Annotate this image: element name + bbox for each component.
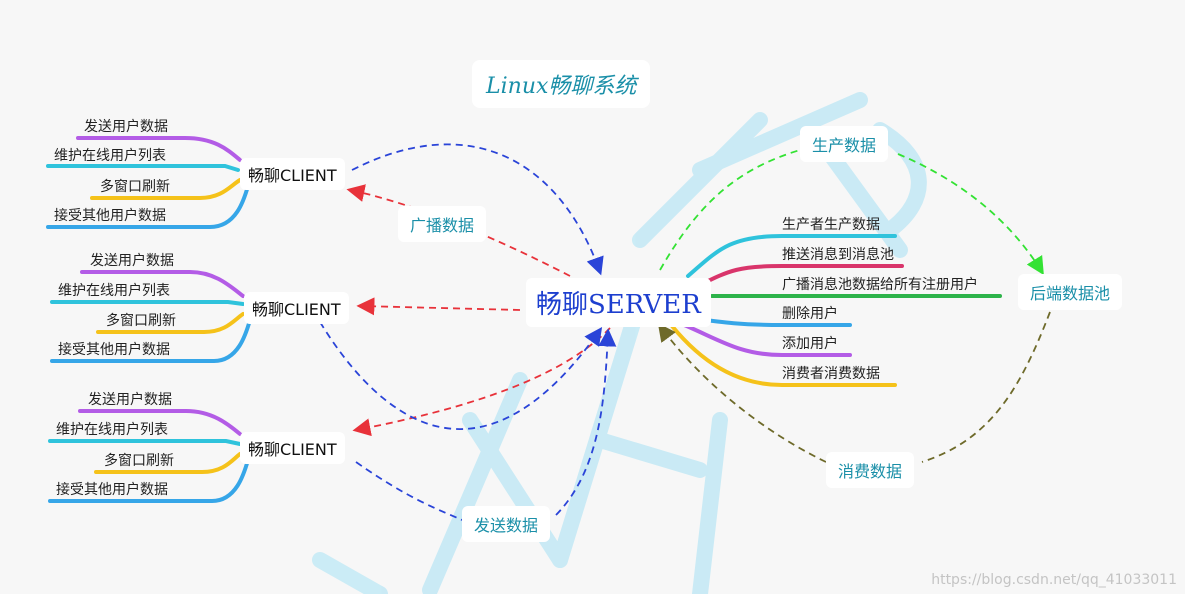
client-branches — [46, 136, 252, 503]
client-3-item: 维护在线用户列表 — [56, 422, 168, 438]
produce-data-label: 生产数据 — [800, 126, 889, 162]
watermark-url: https://blog.csdn.net/qq_41033011 — [931, 572, 1177, 588]
broadcast-data-label: 广播数据 — [398, 206, 487, 242]
client-3-item: 多窗口刷新 — [104, 453, 174, 469]
client-2-item: 接受其他用户数据 — [58, 342, 170, 358]
client-1-item: 接受其他用户数据 — [54, 208, 166, 224]
client-node-2: 畅聊CLIENT — [244, 292, 349, 324]
server-item: 消费者消费数据 — [782, 366, 880, 382]
client-2-item: 维护在线用户列表 — [58, 283, 170, 299]
backend-data-pool-node: 后端数据池 — [1018, 274, 1123, 310]
client-3-item: 接受其他用户数据 — [56, 482, 168, 498]
server-item: 广播消息池数据给所有注册用户 — [782, 277, 978, 293]
send-data-label: 发送数据 — [462, 506, 551, 542]
client-1-item: 多窗口刷新 — [100, 179, 170, 195]
server-item: 添加用户 — [782, 336, 838, 352]
client-1-item: 维护在线用户列表 — [54, 148, 166, 164]
server-node: 畅聊SERVER — [526, 278, 711, 327]
client-2-item: 多窗口刷新 — [106, 313, 176, 329]
client-2-item: 发送用户数据 — [90, 253, 174, 269]
client-node-1: 畅聊CLIENT — [240, 158, 345, 190]
server-item: 推送消息到消息池 — [782, 247, 894, 263]
server-item: 生产者生产数据 — [782, 217, 880, 233]
client-1-item: 发送用户数据 — [84, 119, 168, 135]
client-node-3: 畅聊CLIENT — [240, 432, 345, 464]
consume-data-label: 消费数据 — [826, 452, 915, 488]
server-item: 删除用户 — [782, 306, 838, 322]
diagram-title: Linux畅聊系统 — [472, 60, 651, 108]
client-3-item: 发送用户数据 — [88, 392, 172, 408]
